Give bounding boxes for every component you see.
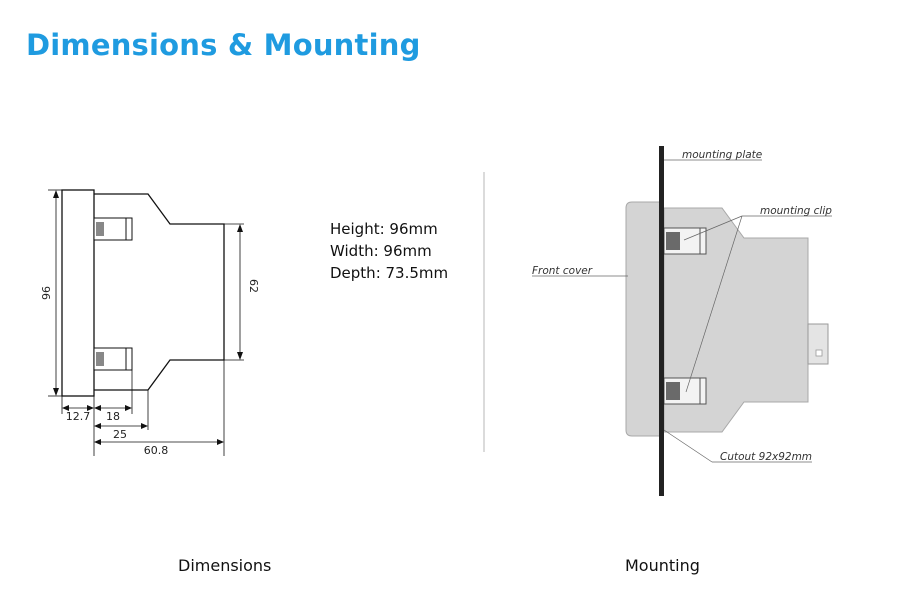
dim-label-62: 62 [247,279,260,293]
spec-depth: Depth: 73.5mm [330,264,449,282]
dim-label-96: 96 [40,286,53,300]
label-front-cover: Front cover [532,265,593,277]
label-mounting-plate: mounting plate [682,149,762,161]
spec-width: Width: 96mm [330,242,432,260]
dim-label-12-7: 12.7 [66,410,91,423]
dim-label-18: 18 [106,410,120,423]
label-cutout: Cutout 92x92mm [720,451,812,463]
body-outline [94,193,225,391]
spec-list: Height: 96mm Width: 96mm Depth: 73.5mm [330,218,448,284]
top-clip-teeth [96,222,104,236]
rear-connector [807,323,829,365]
caption-mounting: Mounting [625,556,700,575]
caption-dimensions: Dimensions [178,556,272,575]
bottom-clip-teeth [96,352,104,366]
device-body [663,207,809,433]
dim-label-25: 25 [113,428,127,441]
front-cover [625,201,661,437]
page-title: Dimensions & Mounting [26,28,421,62]
spec-height: Height: 96mm [330,220,438,238]
mounting-plate [659,146,664,496]
label-mounting-clip: mounting clip [760,205,832,217]
front-bezel [61,189,95,397]
dim-label-60-8: 60.8 [144,444,169,457]
